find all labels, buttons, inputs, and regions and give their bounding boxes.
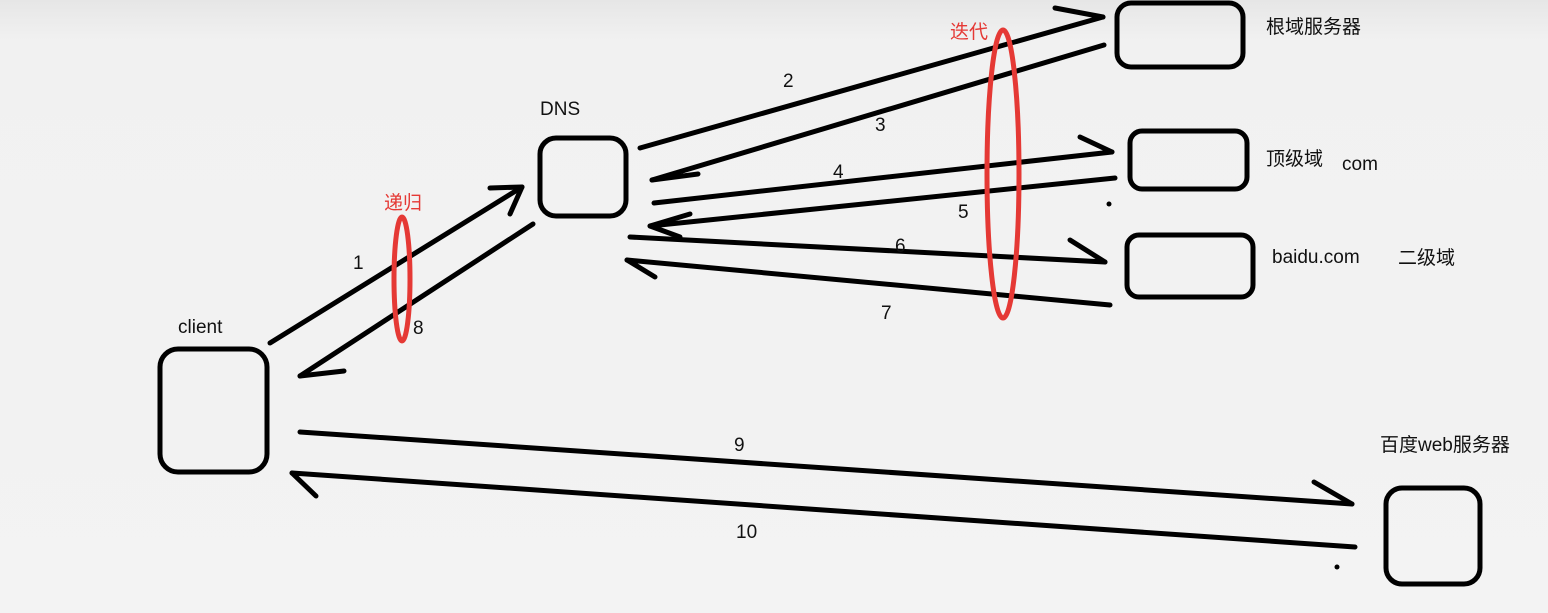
tld-server-box (1127, 128, 1250, 192)
tld-label: 顶级域 (1266, 148, 1323, 170)
iterative-highlight-ring (984, 27, 1022, 321)
step-number: 10 (736, 522, 757, 543)
step-number: 7 (881, 303, 892, 324)
second-level-server-box (1124, 232, 1256, 300)
iterative-annotation: 迭代 (950, 21, 988, 43)
step-number: 5 (958, 202, 969, 223)
ink-dot (1106, 201, 1112, 207)
arrow-step-3 (649, 42, 1107, 183)
baidu-web-server-box (1383, 485, 1483, 587)
root-server-box (1114, 0, 1246, 70)
client-label: client (178, 317, 223, 338)
second-level-suffix-label: 二级域 (1398, 247, 1455, 269)
arrow-step-2 (637, 5, 1106, 151)
dns-label: DNS (540, 99, 580, 120)
step-number: 9 (734, 435, 745, 456)
client-box (157, 346, 270, 475)
arrow-step-5 (647, 175, 1118, 240)
second-level-label: baidu.com (1272, 247, 1360, 268)
recursive-highlight-ring (391, 214, 413, 344)
arrow-step-4 (651, 134, 1115, 206)
step-number: 6 (895, 236, 906, 257)
root-server-label: 根域服务器 (1266, 16, 1361, 38)
ink-dot (1334, 564, 1340, 570)
recursive-annotation: 递归 (384, 192, 422, 214)
step-number: 3 (875, 115, 886, 136)
arrow-step-8 (297, 221, 536, 379)
dns-box (537, 135, 629, 219)
arrow-step-6 (627, 234, 1108, 265)
step-number: 2 (783, 71, 794, 92)
web-server-label: 百度web服务器 (1380, 434, 1510, 456)
arrow-step-10 (289, 470, 1358, 550)
step-number: 4 (833, 162, 844, 183)
arrow-step-9 (297, 429, 1355, 507)
step-number: 8 (413, 318, 424, 339)
step-number: 1 (353, 253, 364, 274)
arrow-step-7 (624, 257, 1113, 308)
tld-suffix-label: com (1342, 154, 1378, 175)
